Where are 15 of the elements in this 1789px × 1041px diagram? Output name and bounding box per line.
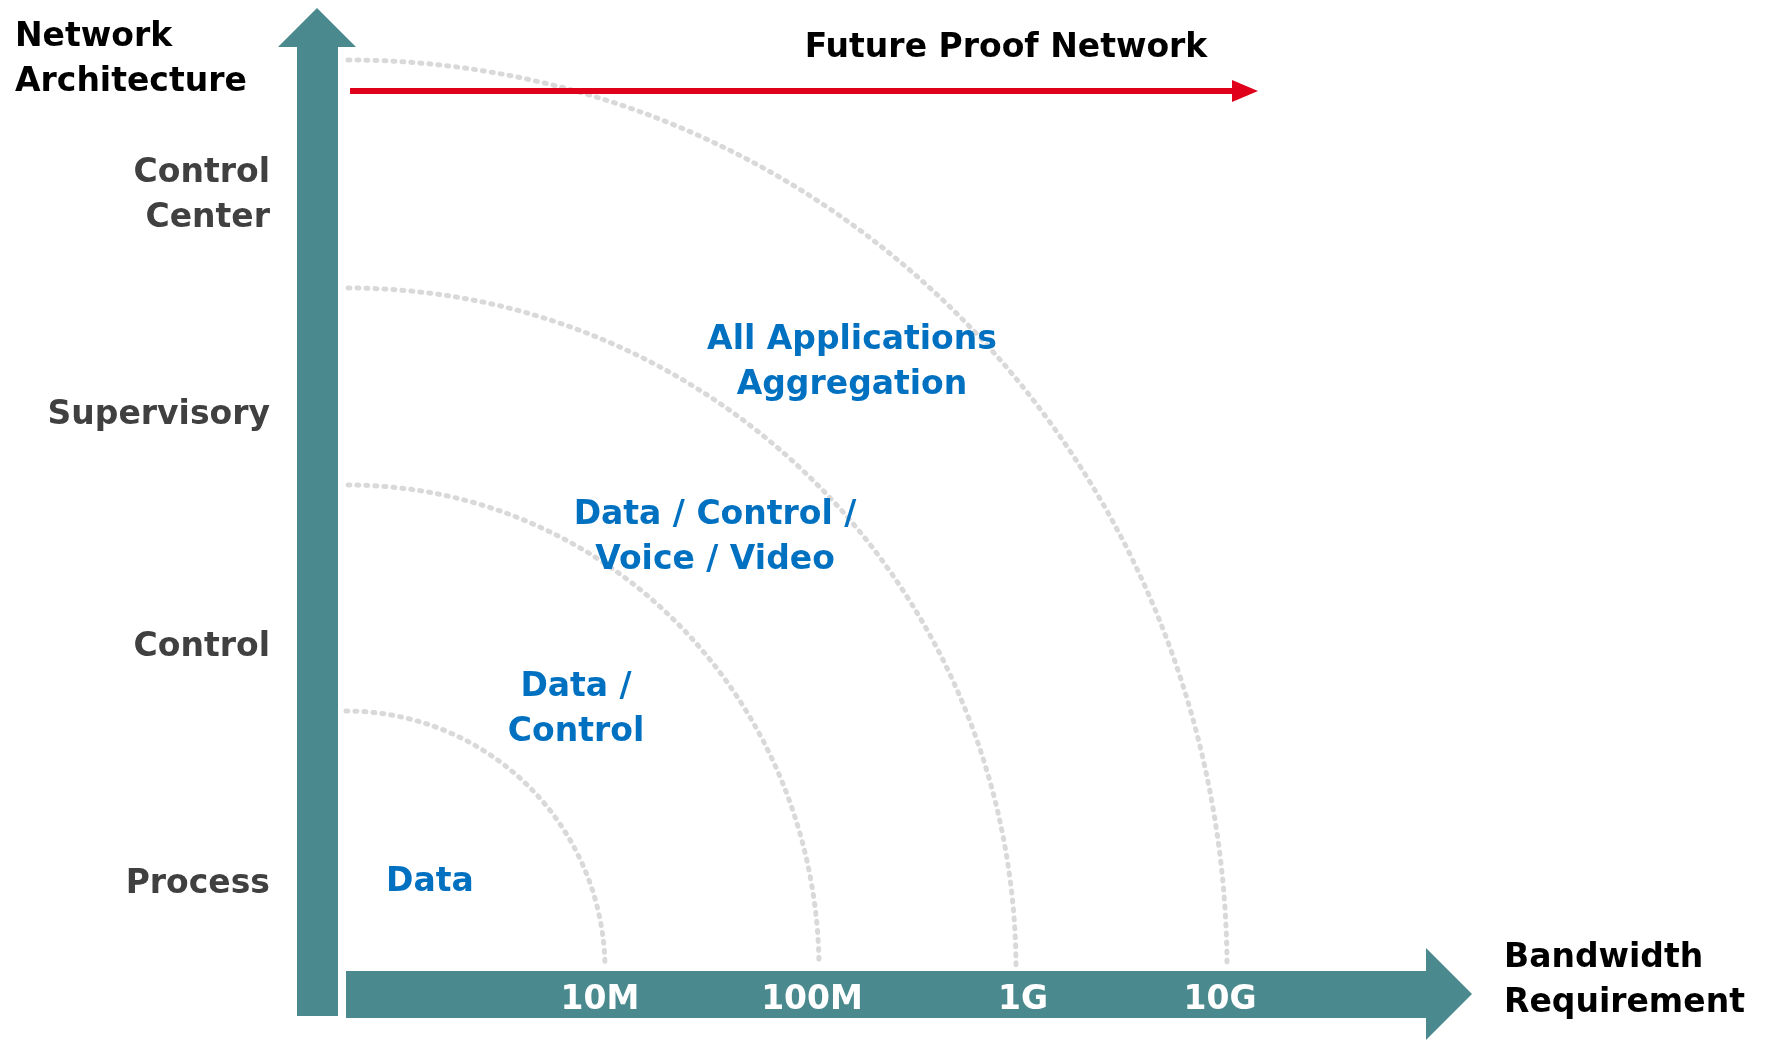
tick-label: 100M [761,977,863,1019]
tick-label: 10M [560,977,640,1019]
axis-label: Control Center [132,150,270,237]
tick-label: 1G [997,977,1049,1019]
region-label: Data [386,859,474,901]
axis-label: Control [133,624,270,666]
arrow-label: Future Proof Network [804,25,1208,67]
axis-title: Bandwidth Requirement [1504,935,1746,1022]
region-label: Data / Control [506,664,646,751]
axis-label: Supervisory [47,392,270,434]
tick-label: 10G [1183,977,1257,1019]
axis-title: Network Architecture [15,14,248,101]
region-label: Data / Control / Voice / Video [572,492,858,579]
region-label: All Applications Aggregation [706,317,998,404]
axis-label: Process [125,861,270,903]
